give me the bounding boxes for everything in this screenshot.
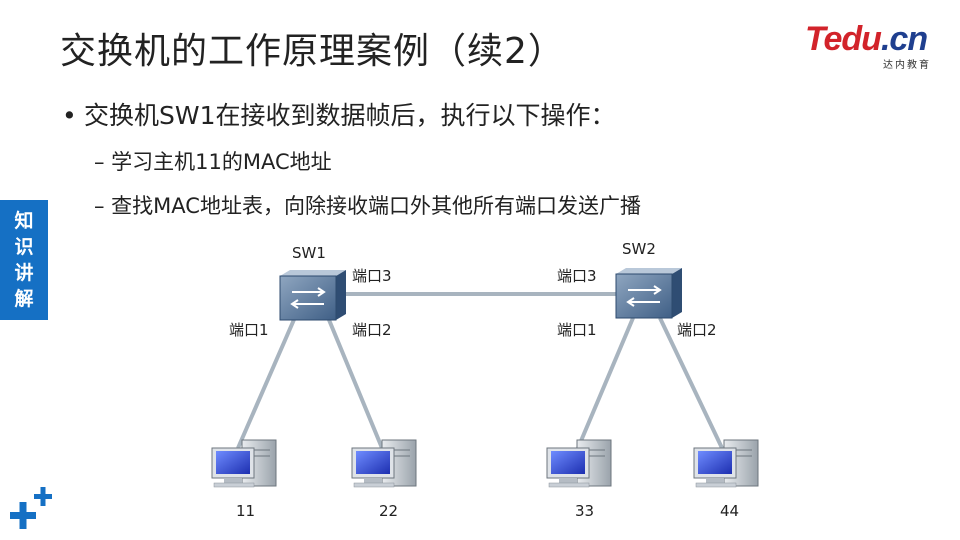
plus-decoration-icon — [10, 487, 52, 529]
sub-item-broadcast: – 查找MAC地址表，向除接收端口外其他所有端口发送广播 — [94, 194, 641, 218]
page-title: 交换机的工作原理案例（续2） — [60, 31, 565, 72]
switch-sw1-icon — [279, 270, 346, 321]
host-22-label: 22 — [379, 502, 398, 520]
logo-tagline: 达内教育 — [883, 60, 931, 71]
switch-sw2-icon — [615, 268, 682, 319]
sw1-port1-label: 端口1 — [229, 321, 269, 339]
host-44-label: 44 — [720, 502, 739, 520]
sw1-port3-label: 端口3 — [352, 267, 392, 285]
host-33-label: 33 — [575, 502, 594, 520]
sw2-port2-label: 端口2 — [677, 321, 717, 339]
link-sw2-host33 — [576, 317, 635, 449]
sub-item-learn-mac: – 学习主机11的MAC地址 — [94, 150, 332, 174]
host-11-icon — [211, 439, 277, 488]
link-sw1-host22 — [325, 314, 384, 449]
sw2-port3-label: 端口3 — [557, 267, 597, 285]
link-sw1-host11 — [236, 314, 298, 449]
tedu-logo: Tedu.cn 达内教育 — [805, 20, 931, 71]
sw2-port1-label: 端口1 — [557, 321, 597, 339]
host-33-icon — [546, 439, 612, 488]
host-11-label: 11 — [236, 502, 255, 520]
sw1-port2-label: 端口2 — [352, 321, 392, 339]
host-22-icon — [351, 439, 417, 488]
host-44-icon — [693, 439, 759, 488]
sw1-label: SW1 — [292, 244, 326, 262]
link-sw2-host44 — [658, 317, 724, 449]
side-tab-knowledge: 知识 讲解 — [0, 200, 48, 320]
sw2-label: SW2 — [622, 240, 656, 258]
main-bullet: •交换机SW1在接收到数据帧后，执行以下操作： — [62, 101, 616, 130]
